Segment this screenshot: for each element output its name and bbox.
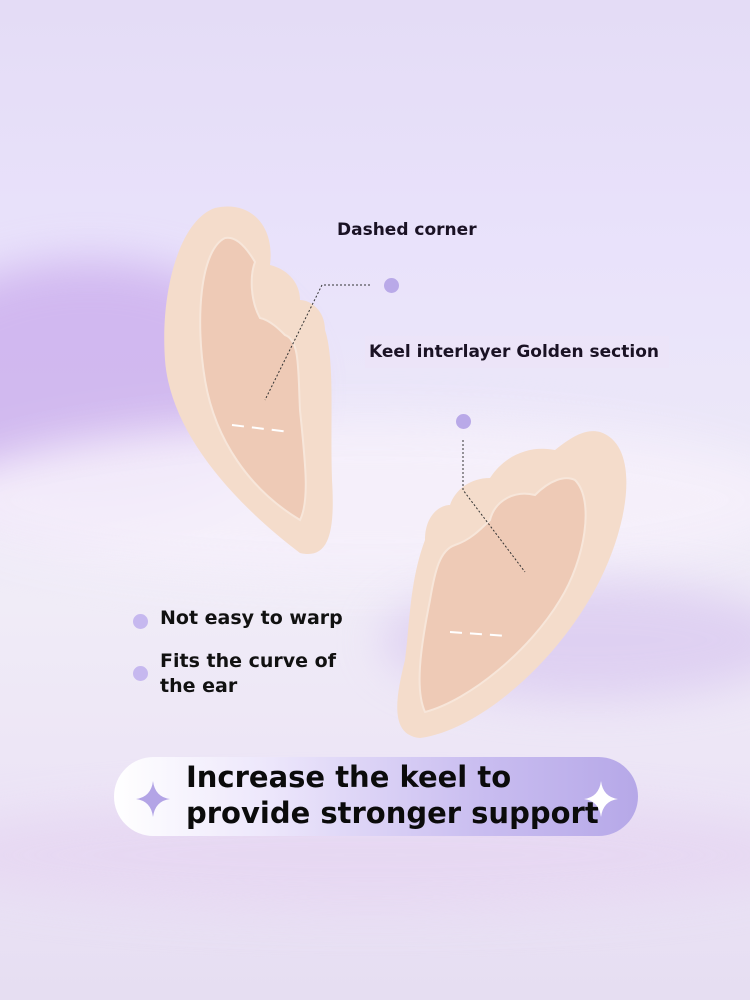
headline-line-1: Increase the keel to <box>186 760 512 794</box>
leader-line <box>462 440 526 573</box>
callout-dot <box>456 414 471 429</box>
ear-pad-right <box>397 431 627 738</box>
leader-line <box>264 284 370 401</box>
ear-pad-left <box>164 206 333 555</box>
callout-dashed-corner: Dashed corner <box>337 220 477 240</box>
feature-fits-ear-curve: Fits the curve of the ear <box>160 650 336 697</box>
callout-keel-interlayer: Keel interlayer Golden section <box>365 336 669 368</box>
headline-line-2: provide stronger support <box>186 796 599 830</box>
feature-bullet <box>133 614 148 629</box>
feature-not-easy-to-warp: Not easy to warp <box>160 607 343 629</box>
feature-bullet <box>133 666 148 681</box>
callout-dot <box>384 278 399 293</box>
headline-banner: Increase the keel to provide stronger su… <box>114 757 638 836</box>
sparkle-icon <box>136 781 170 817</box>
sparkle-icon <box>584 781 618 817</box>
